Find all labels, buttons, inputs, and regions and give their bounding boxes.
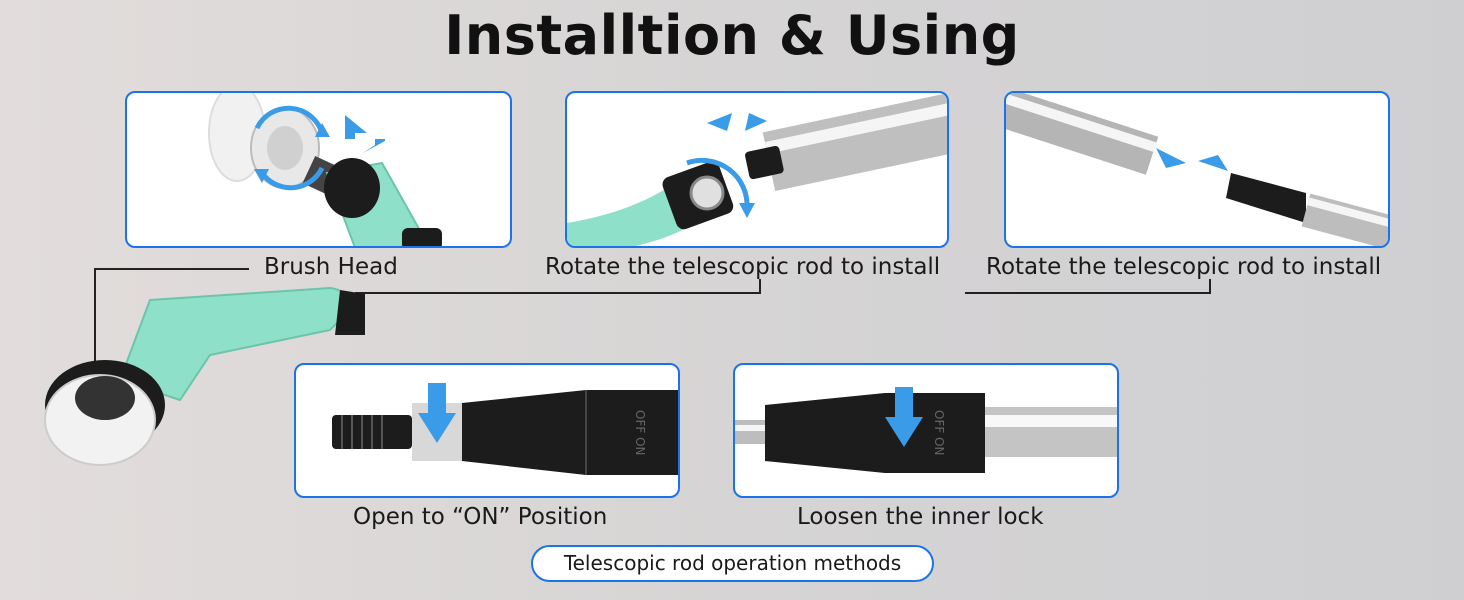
panel-rotate-install-2 [1004, 91, 1390, 248]
leader-line [1209, 279, 1211, 294]
rotate-arrows-icon [686, 157, 755, 218]
methods-label: Telescopic rod operation methods [531, 545, 934, 582]
leader-line [759, 279, 761, 294]
rod-illustration [567, 93, 947, 246]
caption-brush-head: Brush Head [264, 254, 398, 280]
panel-loosen-lock: OFF ON [733, 363, 1119, 498]
rotate-arrows-icon [254, 105, 330, 191]
switch-label: OFF ON [633, 410, 647, 456]
leader-line [94, 268, 249, 270]
caption-open-on: Open to “ON” Position [353, 504, 608, 530]
leader-line [965, 292, 1211, 294]
panel-brush-head [125, 91, 512, 248]
panel-open-on: OFF ON [294, 363, 680, 498]
brush-head-illustration [208, 93, 442, 246]
rod-illustration [1006, 93, 1388, 246]
insert-arrows-icon [1156, 148, 1228, 171]
spin-scrubber-illustration [44, 286, 365, 466]
rod-illustration [735, 393, 1117, 473]
down-arrow-icon [885, 387, 923, 447]
switch-label: OFF ON [932, 410, 946, 456]
down-arrow-icon [418, 383, 456, 443]
page-title: Installtion & Using [444, 4, 1020, 67]
caption-loosen-lock: Loosen the inner lock [797, 504, 1044, 530]
panel-rotate-install-1 [565, 91, 949, 248]
caption-rotate-install-1: Rotate the telescopic rod to install [545, 254, 941, 280]
insert-arrows-icon [707, 113, 767, 131]
caption-rotate-install-2: Rotate the telescopic rod to install [986, 254, 1382, 280]
leader-line [94, 268, 96, 373]
insert-arrows-icon [345, 115, 385, 153]
rod-illustration [332, 390, 678, 475]
leader-line [355, 292, 760, 294]
